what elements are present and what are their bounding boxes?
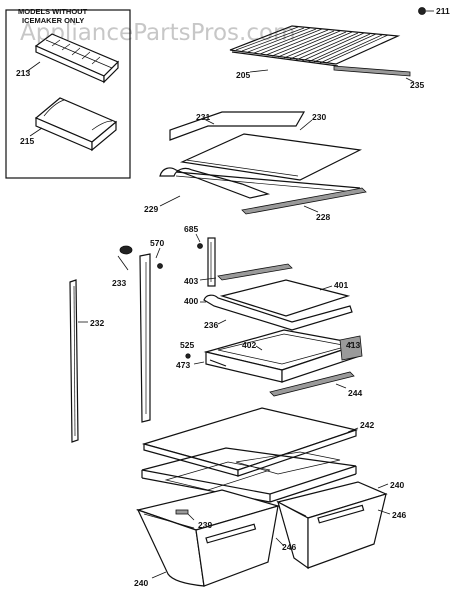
callout-240-upper: 240: [390, 480, 404, 490]
ice-bin-part: [34, 97, 118, 152]
callout-211: 211: [436, 6, 450, 16]
crisper-drawer-right-part: [276, 481, 388, 570]
callout-231: 231: [196, 112, 210, 122]
callout-213: 213: [16, 68, 30, 78]
callout-402: 402: [242, 340, 256, 350]
callout-232: 232: [90, 318, 104, 328]
tray-rail-244-part: [269, 371, 355, 397]
bracket-685-part: [197, 237, 216, 287]
callout-228: 228: [316, 212, 330, 222]
tray-rail-413-part: [339, 335, 363, 361]
crisper-drawer-left-part: [135, 489, 281, 587]
rail-403-part: [217, 263, 293, 281]
callout-240-lower: 240: [134, 578, 148, 588]
shelf-frame-400-part: [203, 294, 353, 331]
callout-570: 570: [150, 238, 164, 248]
callout-473: 473: [176, 360, 190, 370]
clip-233-part: [117, 245, 133, 271]
screw-525-part: [185, 353, 191, 359]
shelf-rail-235-part: [333, 65, 411, 77]
slide-tray-402-part: [203, 329, 361, 383]
callout-205: 205: [236, 70, 250, 80]
callout-229: 229: [144, 204, 158, 214]
glass-shelf-230-part: [169, 111, 363, 181]
shelf-clip-part: [418, 7, 434, 15]
callout-236: 236: [204, 320, 218, 330]
rail-570-part: [139, 253, 163, 423]
shelf-rail-228-part: [241, 187, 367, 215]
callout-242: 242: [360, 420, 374, 430]
inset-border: [5, 9, 131, 179]
callout-246-right: 246: [392, 510, 406, 520]
callout-403: 403: [184, 276, 198, 286]
callout-246-left: 246: [282, 542, 296, 552]
shelf-frame-229-part: [159, 167, 361, 199]
callout-413: 413: [346, 340, 360, 350]
ice-tray-part: [34, 33, 120, 84]
callout-215: 215: [20, 136, 34, 146]
callout-525: 525: [180, 340, 194, 350]
callout-685: 685: [184, 224, 198, 234]
callout-401: 401: [334, 280, 348, 290]
inset-heading-line1: MODELS WITHOUT: [18, 7, 88, 16]
drawer-slide-239-part: [175, 509, 189, 515]
callout-239: 239: [198, 520, 212, 530]
wire-shelf-part: [229, 25, 401, 67]
rail-232-part: [69, 279, 79, 443]
crisper-cover-242-part: [141, 407, 359, 477]
callout-235: 235: [410, 80, 424, 90]
glass-shelf-401-part: [219, 279, 351, 317]
callout-244: 244: [348, 388, 362, 398]
callout-400: 400: [184, 296, 198, 306]
callout-233: 233: [112, 278, 126, 288]
icemaker-inset: MODELS WITHOUT ICEMAKER ONLY: [5, 7, 131, 179]
callout-230: 230: [312, 112, 326, 122]
inset-heading-line2: ICEMAKER ONLY: [22, 16, 84, 25]
